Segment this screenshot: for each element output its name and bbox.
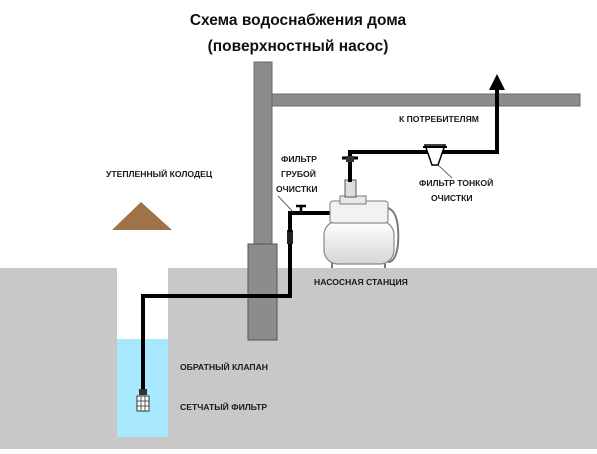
label-coarse-filter-2: ГРУБОЙ	[281, 168, 316, 179]
pressure-tank	[323, 220, 395, 265]
pump-station	[323, 179, 400, 268]
label-fine-filter-2: ОЧИСТКИ	[431, 193, 473, 203]
house-foundation	[247, 243, 278, 341]
label-coarse-filter-1: ФИЛЬТР	[281, 154, 317, 164]
house-wall-upper	[253, 61, 273, 269]
ground	[0, 268, 597, 449]
label-check-valve: ОБРАТНЫЙ КЛАПАН	[180, 361, 268, 372]
check-valve	[139, 389, 147, 395]
pressure-gauge	[344, 179, 357, 198]
pump-inlet-pipe	[288, 211, 330, 232]
well-roof	[112, 202, 172, 230]
label-insulated-well: УТЕПЛЕННЫЙ КОЛОДЕЦ	[106, 168, 213, 179]
house-ceiling-beam	[271, 93, 581, 107]
suction-pipe	[141, 238, 292, 392]
label-pump-station: НАСОСНАЯ СТАНЦИЯ	[314, 277, 408, 287]
outlet-pipe	[348, 90, 499, 182]
mesh-filter	[136, 395, 150, 412]
title-line-2: (поверхностный насос)	[208, 38, 389, 55]
label-mesh-filter: СЕТЧАТЫЙ ФИЛЬТР	[180, 401, 267, 412]
arrow-up-icon	[489, 74, 505, 90]
label-to-consumers: К ПОТРЕБИТЕЛЯМ	[399, 114, 479, 124]
title-line-1: Схема водоснабжения дома	[190, 12, 407, 29]
pump-hose	[387, 207, 400, 263]
coarse-filter	[287, 230, 293, 244]
label-coarse-filter-3: ОЧИСТКИ	[276, 184, 318, 194]
label-fine-filter-1: ФИЛЬТР ТОНКОЙ	[419, 177, 493, 188]
well-above-ground	[117, 226, 168, 268]
